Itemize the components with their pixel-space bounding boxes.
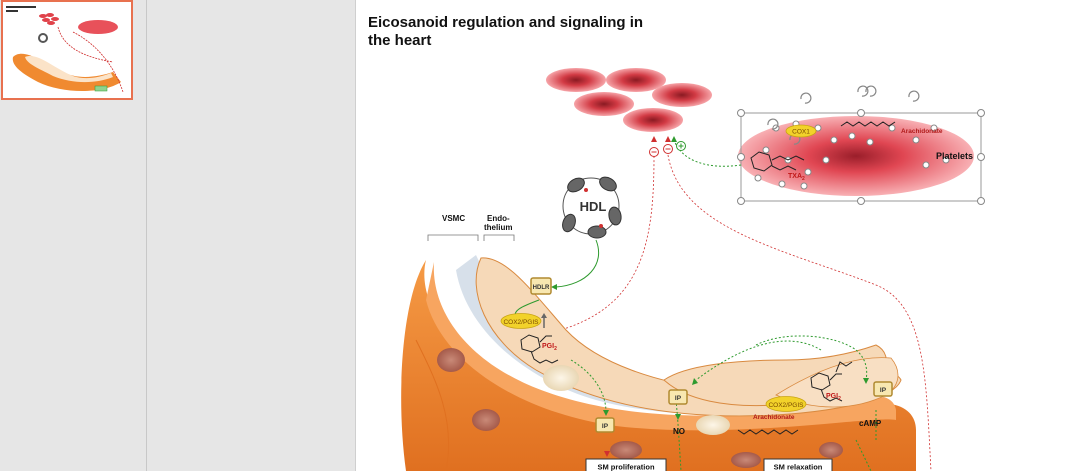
vsmc-label: VSMC (442, 214, 465, 223)
endothelial-nucleus (543, 365, 579, 391)
inhibition-markers (649, 136, 673, 157)
slide-thumbnail-pane[interactable] (0, 0, 147, 471)
txa2-structure (750, 151, 805, 172)
sm-relaxation-label: SM relaxation (774, 463, 823, 471)
vessel-wall (401, 255, 916, 471)
slide-thumbnail-1[interactable] (1, 0, 133, 100)
cox1-enzyme (785, 124, 817, 138)
cox1-label: COX1 (792, 129, 810, 136)
arachidonate-chain-platelet (840, 121, 896, 127)
activation-arrows (570, 335, 877, 471)
pgi2-structure (520, 334, 559, 364)
rbc-5 (623, 108, 683, 132)
endothelium-label-1: Endo- (487, 214, 510, 223)
hdlr-label: HDLR (533, 285, 550, 291)
selection-handles (737, 109, 985, 205)
ip-label: IP (602, 423, 609, 430)
red-blood-cells (546, 68, 712, 132)
slide-title[interactable]: Eicosanoid regulation and signaling in t… (368, 14, 644, 49)
vsmc-nucleus (437, 348, 465, 372)
eicosanoid-diagram: COX1 Arachidonate TXA2 Platelets (401, 68, 985, 471)
ip-label: IP (675, 395, 682, 402)
rbc-4 (574, 92, 634, 116)
ip-receptor-2: IP (668, 389, 688, 405)
no-label: NO (673, 427, 685, 436)
arachidonate-label: Arachidonate (753, 414, 795, 421)
cox2-pgis-enzyme (765, 396, 807, 412)
arachidonate-label-platelet: Arachidonate (901, 128, 943, 135)
hdl-particle: HDL (562, 176, 622, 239)
endothelium-bracket (483, 234, 515, 241)
rbc-1 (546, 68, 606, 92)
hdlr-receptor: HDLR (530, 277, 552, 295)
camp-label: cAMP (859, 419, 882, 428)
vsmc-nucleus (819, 442, 843, 458)
vsmc-nucleus (472, 409, 500, 431)
cox2-pgis-enzyme (500, 313, 542, 329)
pgi2-label-smc: PGI2 (826, 393, 841, 402)
sm-proliferation-label: SM proliferation (597, 463, 655, 471)
ip-label: IP (880, 387, 887, 394)
hdl-label: HDL (580, 199, 607, 214)
pgi2-structure-smc (810, 372, 843, 402)
ip-receptor-3: IP (873, 381, 893, 397)
sm-proliferation-box: SM proliferation (585, 458, 667, 471)
slide-canvas[interactable]: Eicosanoid regulation and signaling in t… (355, 0, 1080, 471)
sm-relaxation-box: SM relaxation (763, 458, 833, 471)
arachidonate-chain (737, 429, 799, 435)
endothelial-nucleus (696, 415, 730, 435)
txa2-label: TXA2 (788, 173, 805, 182)
platelet-group[interactable]: COX1 Arachidonate TXA2 Platelets (737, 85, 985, 205)
hdl-to-hdlr-arrow (555, 239, 600, 288)
ip-receptor-1: IP (595, 417, 615, 433)
rbc-2 (606, 68, 666, 92)
rbc-3 (652, 83, 712, 107)
platelets-label: Platelets (936, 151, 973, 161)
platelet-to-rbc-arrow (671, 136, 742, 167)
cox2-pgis-label: COX2/PGIS (768, 402, 804, 409)
slide-thumbnail-preview (6, 6, 124, 93)
vsmc-bracket (427, 234, 479, 241)
endothelium-label-2: thelium (484, 223, 512, 232)
cox2-pgis-label: COX2/PGIS (503, 319, 539, 326)
vsmc-nucleus (731, 452, 761, 468)
pgi2-label: PGI2 (542, 343, 557, 352)
vsmc-nucleus (610, 441, 642, 459)
inhibition-paths (540, 154, 932, 471)
